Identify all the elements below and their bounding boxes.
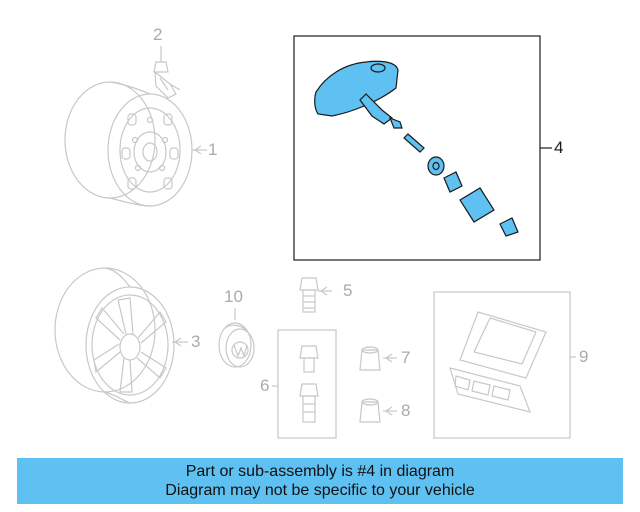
- callout-5: 5: [343, 281, 353, 300]
- callout-7: 7: [401, 348, 411, 367]
- tpms-sensor-part: [293, 35, 552, 261]
- banner-line-2: Diagram may not be specific to your vehi…: [165, 482, 475, 499]
- alloy-wheel-part: [54, 267, 188, 404]
- wheel-bolt-part: [299, 277, 332, 313]
- callout-4: 4: [554, 138, 564, 157]
- callout-1: 1: [208, 140, 218, 159]
- callout-9: 9: [579, 347, 589, 366]
- callout-10: 10: [224, 287, 243, 306]
- callout-2: 2: [153, 25, 163, 44]
- callout-8: 8: [401, 401, 411, 420]
- nut-cap-part: [359, 398, 397, 423]
- info-banner: Part or sub-assembly is #4 in diagram Di…: [17, 458, 623, 504]
- nut-part: [359, 346, 397, 371]
- callout-6: 6: [260, 376, 270, 395]
- tool-kit-part: [433, 291, 576, 439]
- banner-line-1: Part or sub-assembly is #4 in diagram: [185, 463, 455, 480]
- callout-3: 3: [191, 332, 201, 351]
- center-cap-part: [218, 308, 255, 368]
- valve-stem-part: [153, 46, 181, 99]
- steel-wheel-part: [64, 81, 207, 207]
- bolt-set-part: [272, 329, 337, 439]
